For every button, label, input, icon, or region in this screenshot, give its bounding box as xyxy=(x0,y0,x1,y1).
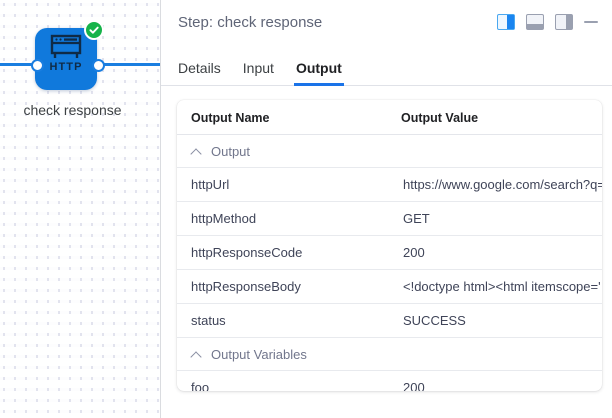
workflow-node-http[interactable]: HTTP xyxy=(35,28,97,90)
column-header-output-name: Output Name xyxy=(177,100,389,135)
workflow-canvas[interactable]: HTTP check response xyxy=(0,0,160,418)
group-output-variables-toggle[interactable]: Output Variables xyxy=(191,347,596,362)
step-details-panel: Step: check response Details Input Outpu… xyxy=(160,0,612,418)
output-name-cell: httpUrl xyxy=(177,167,389,202)
output-table: Output Name Output Value Output xyxy=(177,100,602,391)
check-circle-icon xyxy=(84,20,104,40)
output-value-cell: SUCCESS xyxy=(389,303,602,338)
tab-output[interactable]: Output xyxy=(293,60,344,86)
output-value-cell: https://www.google.com/search?q= xyxy=(389,167,602,202)
node-type-label: HTTP xyxy=(49,61,83,73)
http-node-icon: HTTP xyxy=(35,34,97,73)
tab-input[interactable]: Input xyxy=(242,60,274,76)
table-group-row[interactable]: Output Variables xyxy=(177,337,602,371)
output-value-cell: 200 xyxy=(403,380,425,391)
group-label: Output Variables xyxy=(211,347,307,362)
layout-dock-bottom-icon[interactable] xyxy=(526,14,544,30)
panel-header-actions xyxy=(497,14,598,30)
group-output-toggle[interactable]: Output xyxy=(191,144,596,159)
output-name-cell: httpResponseCode xyxy=(177,235,389,270)
edge-incoming xyxy=(0,63,40,66)
panel-tabs: Details Input Output xyxy=(161,44,612,86)
table-group-row[interactable]: Output xyxy=(177,134,602,168)
table-row[interactable]: httpResponseCode 200 xyxy=(177,235,602,270)
output-name-cell: status xyxy=(177,303,389,338)
table-body: Output httpUrl https://www.google.com/se… xyxy=(177,134,602,391)
group-output-variables-cell[interactable]: Output Variables xyxy=(177,337,602,371)
group-label: Output xyxy=(211,144,251,159)
output-name-cell: foo xyxy=(191,380,210,391)
tab-details[interactable]: Details xyxy=(178,60,221,76)
table-row[interactable]: status SUCCESS xyxy=(177,303,602,338)
layout-dock-right-icon[interactable] xyxy=(555,14,573,30)
output-value-cell: GET xyxy=(389,201,602,236)
node-name-label: check response xyxy=(23,102,122,118)
output-name-cell: httpMethod xyxy=(177,201,389,236)
node-input-port[interactable] xyxy=(31,59,44,72)
checkmark-glyph xyxy=(89,26,99,34)
chevron-up-icon xyxy=(191,349,202,360)
table-header-row: Output Name Output Value xyxy=(177,100,602,135)
table-row[interactable]: httpMethod GET xyxy=(177,201,602,236)
page-title: Step: check response xyxy=(178,13,323,31)
output-table-card: Output Name Output Value Output xyxy=(177,100,602,391)
table-row[interactable]: foo 200 xyxy=(177,371,602,391)
browser-window-icon xyxy=(50,34,82,58)
panel-header: Step: check response xyxy=(161,0,612,44)
table-row[interactable]: httpResponseBody <!doctype html><html it… xyxy=(177,269,602,304)
table-row[interactable]: httpUrl https://www.google.com/search?q= xyxy=(177,167,602,202)
table-header: Output Name Output Value xyxy=(177,100,602,135)
node-output-port[interactable] xyxy=(92,59,105,72)
group-output-cell[interactable]: Output xyxy=(177,134,602,168)
output-value-cell: 200 xyxy=(389,235,602,270)
chevron-up-icon xyxy=(191,146,202,157)
edge-outgoing xyxy=(97,63,160,66)
output-table-container: Output Name Output Value Output xyxy=(161,86,612,418)
output-value-cell: <!doctype html><html itemscope=' xyxy=(389,269,602,304)
minimize-icon[interactable] xyxy=(584,21,598,23)
column-header-output-value: Output Value xyxy=(389,100,602,135)
layout-split-left-icon[interactable] xyxy=(497,14,515,30)
output-name-cell: httpResponseBody xyxy=(177,269,389,304)
